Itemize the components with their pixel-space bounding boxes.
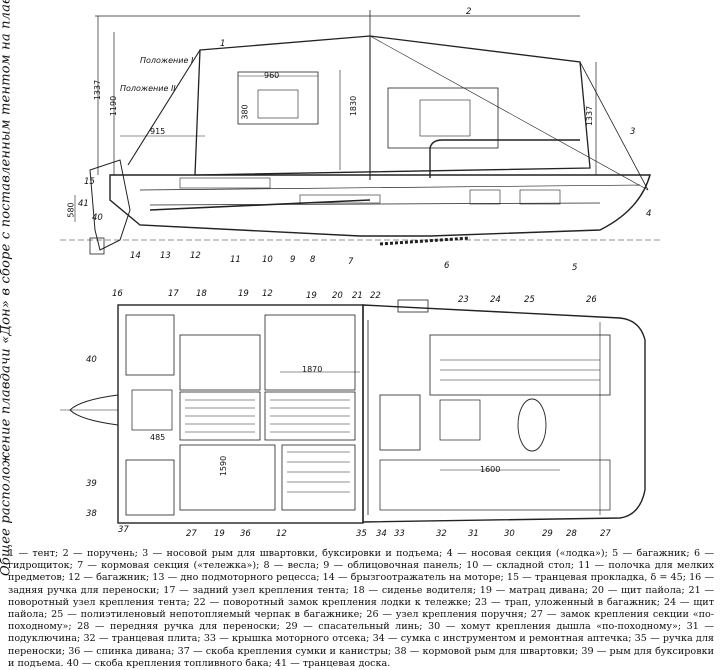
callout-2: 2: [466, 7, 472, 17]
callout-13: 13: [160, 251, 171, 261]
callout-32: 32: [436, 529, 447, 539]
dim-960: 960: [264, 71, 280, 80]
callout-27-left: 27: [186, 529, 197, 539]
callout-12-side: 12: [190, 251, 201, 261]
callout-12-plan-top: 12: [262, 289, 273, 299]
callout-18: 18: [196, 289, 207, 299]
plan-view: [60, 299, 646, 524]
callout-25: 25: [524, 295, 535, 305]
callout-4: 4: [646, 209, 652, 219]
dim-580: 580: [66, 202, 76, 218]
callout-17: 17: [168, 289, 179, 299]
callout-12-plan-bottom: 12: [276, 529, 287, 539]
callout-8: 8: [310, 255, 316, 265]
position-i-label: Положение I: [140, 56, 194, 65]
dim-1590: 1590: [219, 455, 229, 477]
callout-37: 37: [118, 525, 129, 535]
callout-38: 38: [86, 509, 97, 519]
legend-body: 1 — тент; 2 — поручень; 3 — носовой рым …: [8, 548, 714, 669]
technical-drawing: [60, 10, 660, 524]
dim-1830: 1830: [349, 95, 359, 117]
callout-20: 20: [332, 291, 343, 301]
callout-35: 35: [356, 529, 367, 539]
callout-21: 21: [352, 291, 363, 301]
callout-34: 34: [376, 529, 387, 539]
callout-22: 22: [370, 291, 381, 301]
dim-1190: 1190: [109, 95, 119, 117]
dim-1337-left: 1337: [93, 79, 103, 101]
side-elevation: [60, 10, 660, 255]
callout-6: 6: [444, 261, 450, 271]
callout-41: 41: [78, 199, 89, 209]
callout-40-plan: 40: [86, 355, 97, 365]
callout-10: 10: [262, 255, 273, 265]
callout-40-side: 40: [92, 213, 103, 223]
callout-29: 29: [542, 529, 553, 539]
dim-1600: 1600: [480, 465, 501, 474]
callout-15: 15: [84, 177, 95, 187]
callout-28: 28: [566, 529, 577, 539]
dim-915: 915: [150, 127, 166, 136]
dim-485: 485: [150, 433, 166, 442]
callout-16: 16: [112, 289, 123, 299]
callout-23: 23: [458, 295, 469, 305]
callout-26: 26: [586, 295, 597, 305]
callout-11: 11: [230, 255, 241, 265]
callout-3: 3: [630, 127, 636, 137]
callout-39: 39: [86, 479, 97, 489]
callout-19-b: 19: [306, 291, 317, 301]
callout-19-c: 19: [214, 529, 225, 539]
callout-14: 14: [130, 251, 141, 261]
callout-19-a: 19: [238, 289, 249, 299]
callout-36: 36: [240, 529, 251, 539]
dim-1337-right: 1337: [585, 105, 595, 127]
position-ii-label: Положение II: [120, 84, 176, 93]
dim-1870: 1870: [302, 365, 323, 374]
callout-24: 24: [490, 295, 501, 305]
callout-7: 7: [348, 257, 354, 267]
callout-31: 31: [468, 529, 479, 539]
callout-5: 5: [572, 263, 578, 273]
callout-9: 9: [290, 255, 296, 265]
callout-1: 1: [220, 39, 226, 49]
callout-33: 33: [394, 529, 405, 539]
dim-380: 380: [240, 104, 250, 120]
callout-27-right: 27: [600, 529, 611, 539]
callout-30: 30: [504, 529, 515, 539]
